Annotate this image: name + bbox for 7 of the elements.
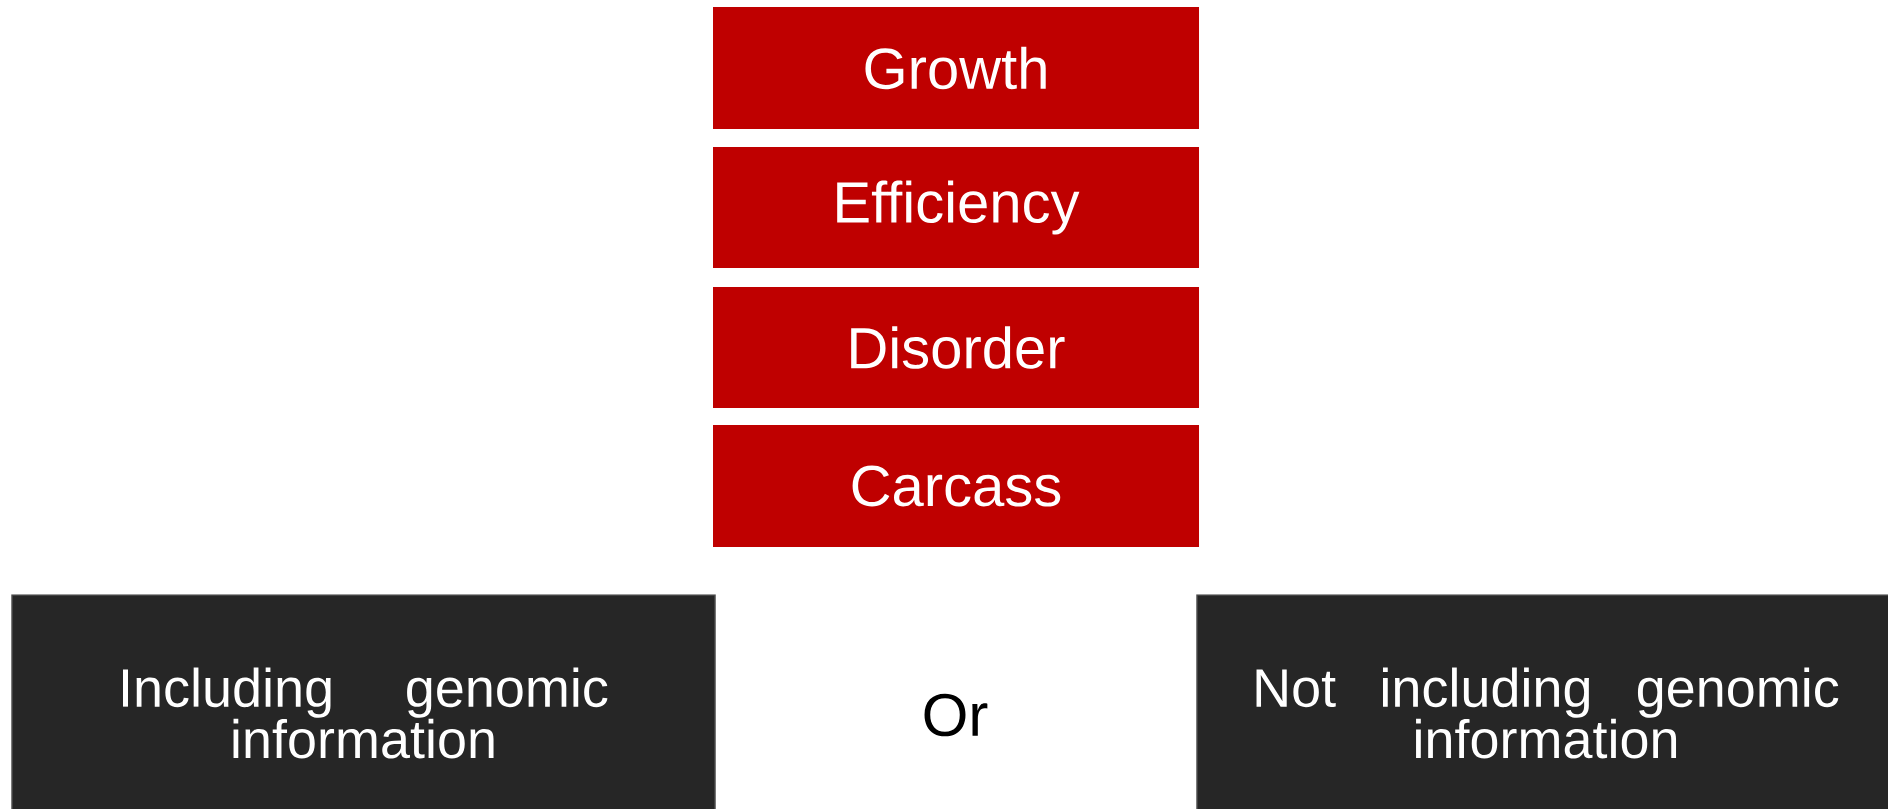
- trait-box: Growth: [713, 7, 1199, 129]
- category-box: Not including genomic information: [1196, 594, 1888, 809]
- category-box: Including genomic information: [11, 594, 716, 809]
- trait-box: Disorder: [713, 287, 1199, 408]
- trait-box: Carcass: [713, 425, 1199, 547]
- trait-box: Efficiency: [713, 147, 1199, 268]
- connector-word: Or: [924, 693, 988, 737]
